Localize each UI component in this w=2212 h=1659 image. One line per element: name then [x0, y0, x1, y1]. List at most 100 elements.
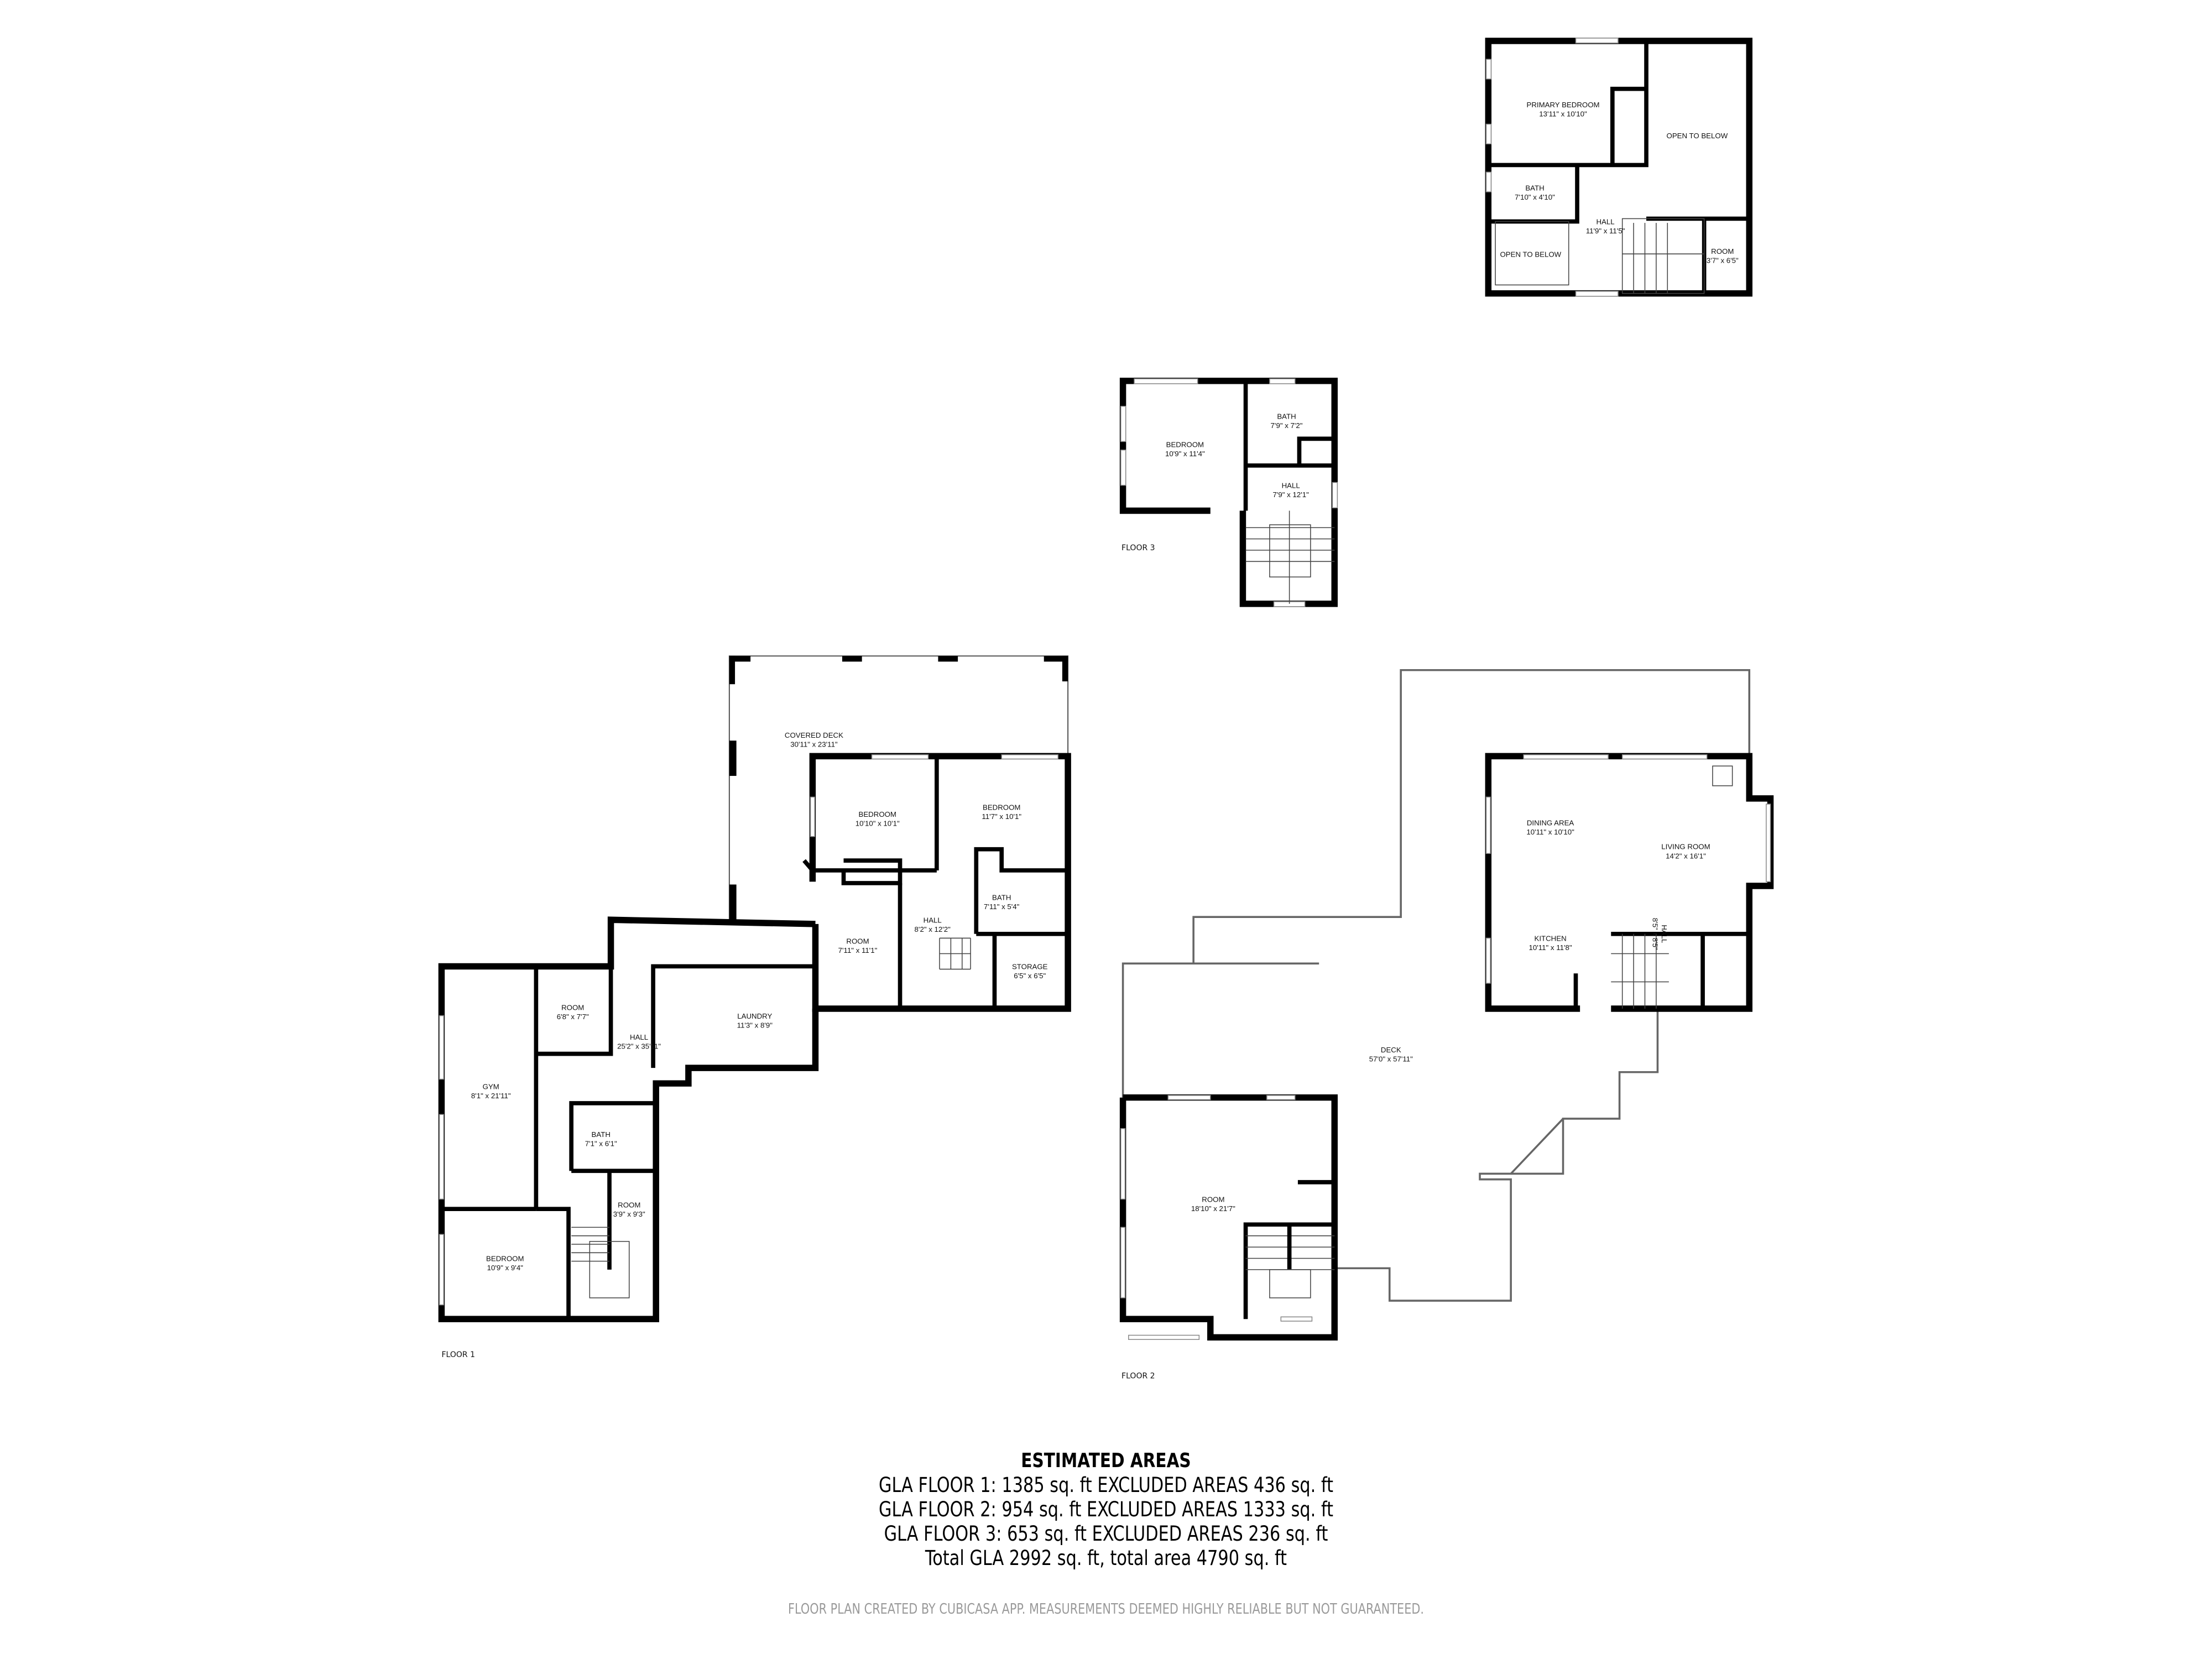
room-name: OPEN TO BELOW: [1667, 132, 1728, 140]
room-dimensions: 8'2" x 12'2": [915, 925, 951, 933]
room-dimensions: 10'11" x 10'10": [1526, 828, 1574, 836]
room-name: BATH: [1277, 413, 1296, 421]
room-name: HALL: [1660, 925, 1668, 943]
room-name: COVERED DECK: [785, 731, 843, 739]
room-name: DECK: [1381, 1046, 1401, 1054]
room-dimensions: 13'11" x 10'10": [1539, 109, 1587, 118]
floor-3-plan: [1119, 378, 1338, 607]
room-dimensions: 14'2" x 16'1": [1666, 852, 1706, 860]
room-dimensions: 6'8" x 7'7": [557, 1013, 589, 1021]
room-name: BATH: [592, 1130, 611, 1139]
room-dimensions: 7'1" x 6'1": [585, 1140, 617, 1148]
room-dimensions: 57'0" x 57'11": [1369, 1055, 1413, 1063]
room-name: BEDROOM: [1166, 441, 1204, 449]
room-label: ROOM 3'7" x 6'5": [1707, 247, 1739, 265]
room-name: BEDROOM: [859, 810, 896, 818]
summary-line-floor-1: GLA FLOOR 1: 1385 sq. ft EXCLUDED AREAS …: [878, 1473, 1334, 1497]
room-dimensions: 7'9" x 7'2": [1271, 421, 1303, 430]
room-name: HALL: [924, 916, 942, 924]
room-name: GYM: [483, 1082, 499, 1091]
floor-label: FLOOR 2: [1121, 1371, 1155, 1380]
floor-label: FLOOR 1: [441, 1350, 475, 1359]
room-dimensions: 11'7" x 10'1": [982, 812, 1021, 821]
room-name: BEDROOM: [486, 1255, 524, 1263]
floor-2-plan: [1119, 669, 1774, 1341]
room-name: BATH: [1525, 184, 1544, 192]
room-dimensions: 7'11" x 5'4": [984, 902, 1020, 911]
room-name: ROOM: [1711, 247, 1734, 255]
room-name: HALL: [1282, 482, 1300, 490]
room-label: HALL8'5" x 8'5": [1651, 918, 1669, 950]
room-dimensions: 3'9" x 9'3": [613, 1210, 645, 1218]
room-name: STORAGE: [1012, 963, 1048, 971]
room-dimensions: 18'10" x 21'7": [1191, 1204, 1235, 1213]
room-dimensions: 7'10" x 4'10": [1515, 193, 1555, 201]
room-label: OPEN TO BELOW: [1500, 250, 1562, 258]
room-dimensions: 8'1" x 21'11": [471, 1092, 511, 1100]
room-dimensions: 7'11" x 11'1": [838, 946, 878, 954]
room-name: ROOM: [618, 1201, 640, 1209]
room-name: ROOM: [846, 937, 869, 946]
room-dimensions: 10'11" x 11'8": [1529, 943, 1572, 952]
room-dimensions: 10'10" x 10'1": [855, 820, 900, 828]
summary-line-floor-3: GLA FLOOR 3: 653 sq. ft EXCLUDED AREAS 2…: [884, 1522, 1328, 1546]
summary-line-floor-2: GLA FLOOR 2: 954 sq. ft EXCLUDED AREAS 1…: [878, 1498, 1334, 1521]
room-dimensions: 11'3" x 8'9": [737, 1021, 773, 1029]
floor-3-upper-plan: [1485, 38, 1753, 297]
room-name: BEDROOM: [983, 803, 1020, 811]
room-dimensions: 7'9" x 12'1": [1273, 491, 1310, 499]
room-name: ROOM: [1202, 1195, 1224, 1203]
disclaimer-text: FLOOR PLAN CREATED BY CUBICASA APP. MEAS…: [788, 1601, 1424, 1618]
room-name: PRIMARY BEDROOM: [1527, 101, 1600, 109]
room-dimensions: 30'11" x 23'11": [790, 740, 838, 749]
room-dimensions: 3'7" x 6'5": [1707, 257, 1739, 265]
summary-line-total: Total GLA 2992 sq. ft, total area 4790 s…: [925, 1546, 1287, 1570]
floor-label: FLOOR 3: [1121, 544, 1155, 552]
floor-1-plan: [438, 655, 1071, 1322]
room-dimensions: 8'5" x 8'5": [1651, 918, 1660, 950]
room-dimensions: 6'5" x 6'5": [1014, 972, 1046, 980]
summary-title: ESTIMATED AREAS: [1021, 1449, 1191, 1472]
estimated-areas-summary: ESTIMATED AREAS GLA FLOOR 1: 1385 sq. ft…: [199, 1449, 2013, 1571]
room-name: HALL: [630, 1033, 648, 1041]
room-label: OPEN TO BELOW: [1667, 132, 1728, 140]
room-name: OPEN TO BELOW: [1500, 250, 1562, 258]
room-dimensions: 10'9" x 9'4": [487, 1264, 524, 1272]
room-label: BEDROOM 10'10" x 10'1": [855, 810, 900, 828]
room-name: LIVING ROOM: [1661, 843, 1710, 851]
room-dimensions: 10'9" x 11'4": [1165, 450, 1205, 458]
room-name: BATH: [992, 894, 1011, 902]
room-dimensions: 25'2" x 35'11": [617, 1042, 661, 1051]
room-name: KITCHEN: [1534, 935, 1566, 943]
room-name: DINING AREA: [1527, 818, 1574, 827]
room-name: HALL: [1596, 218, 1614, 226]
room-dimensions: 11'9" x 11'5": [1586, 227, 1625, 235]
room-name: LAUNDRY: [737, 1012, 772, 1020]
room-name: ROOM: [561, 1004, 584, 1012]
